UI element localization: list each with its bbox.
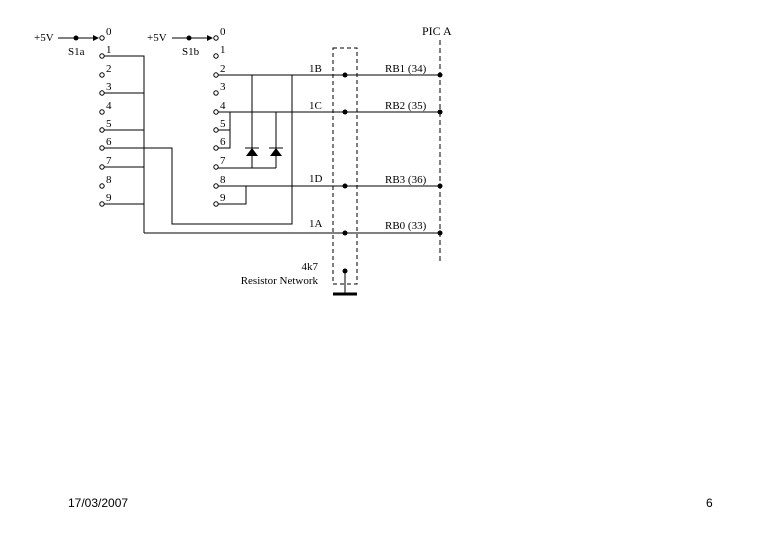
pin-label-rb1: RB1 (34) <box>385 63 427 75</box>
s1b-position-label-8: 8 <box>220 174 226 186</box>
s1b-contact-1 <box>213 53 219 59</box>
s1a-contact-5 <box>99 127 105 133</box>
resistor-network-outline <box>332 47 358 285</box>
footer-page-number: 6 <box>706 496 713 510</box>
s1b-positions: 0 1 2 3 4 5 6 7 8 9 <box>213 26 226 207</box>
wire-s1b-6 <box>218 130 231 149</box>
net-label-1d: 1D <box>309 173 323 185</box>
s1a-supply-label: +5V <box>34 32 54 44</box>
pic-pin-rb3 <box>437 183 443 189</box>
s1a-position-label-2: 2 <box>106 63 112 75</box>
rn-pin-1c <box>342 109 348 115</box>
s1a-position-label-1: 1 <box>106 44 112 56</box>
s1a-contact-7 <box>99 164 105 170</box>
s1b-wiring <box>218 74 440 205</box>
s1b-contact-8 <box>213 183 219 189</box>
switch-s1a: +5V S1a 0 1 2 3 4 5 6 7 8 9 <box>34 26 112 207</box>
s1a-position-label-9: 9 <box>106 192 112 204</box>
s1a-contact-0 <box>99 35 105 41</box>
s1b-contact-6 <box>213 145 219 151</box>
s1b-position-label-1: 1 <box>220 44 226 56</box>
s1a-positions: 0 1 2 3 4 5 6 7 8 9 <box>99 26 112 207</box>
s1a-contact-1 <box>99 53 105 59</box>
rn-pin-1d <box>342 183 348 189</box>
resistor-network: 4k7 Resistor Network <box>241 47 358 296</box>
s1b-contact-5 <box>213 127 219 133</box>
s1b-position-label-5: 5 <box>220 118 226 130</box>
diode-left <box>245 147 259 156</box>
s1b-position-label-7: 7 <box>220 155 226 167</box>
s1b-label: S1b <box>182 46 200 58</box>
s1b-contact-3 <box>213 90 219 96</box>
s1b-wiper-arrow <box>207 35 213 41</box>
s1a-label: S1a <box>68 46 85 58</box>
s1a-contact-8 <box>99 183 105 189</box>
s1b-contact-9 <box>213 201 219 207</box>
net-label-1a: 1A <box>309 218 323 230</box>
s1a-position-label-4: 4 <box>106 100 112 112</box>
wire-s1b-8-9 <box>218 185 247 205</box>
pin-label-rb3: RB3 (36) <box>385 174 427 186</box>
pin-label-rb2: RB2 (35) <box>385 100 427 112</box>
s1b-position-label-4: 4 <box>220 100 226 112</box>
footer-date: 17/03/2007 <box>68 496 129 510</box>
s1b-contact-2 <box>213 72 219 78</box>
pic-pin-rb1 <box>437 72 443 78</box>
s1b-contact-0 <box>213 35 219 41</box>
rn-name-label: Resistor Network <box>241 275 319 287</box>
pic-label: PIC A <box>422 24 452 38</box>
s1a-contact-2 <box>99 72 105 78</box>
pic-pin-rb2 <box>437 109 443 115</box>
s1b-position-label-6: 6 <box>220 136 226 148</box>
s1a-position-label-0: 0 <box>106 26 112 38</box>
s1a-position-label-5: 5 <box>106 118 112 130</box>
s1a-position-label-7: 7 <box>106 155 112 167</box>
pin-label-rb0: RB0 (33) <box>385 220 427 232</box>
s1a-wiper-arrow <box>93 35 99 41</box>
s1a-wiring <box>104 55 440 234</box>
s1b-position-label-3: 3 <box>220 81 226 93</box>
s1a-contact-3 <box>99 90 105 96</box>
net-label-1b: 1B <box>309 63 322 75</box>
s1b-position-label-9: 9 <box>220 192 226 204</box>
pic-a: PIC A RB1 (34) RB2 (35) RB3 (36) RB0 (33… <box>385 24 452 262</box>
rn-pin-1b <box>342 72 348 78</box>
s1b-supply-label: +5V <box>147 32 167 44</box>
s1a-position-label-8: 8 <box>106 174 112 186</box>
s1b-supply-junction <box>186 35 192 41</box>
pic-pin-rb0 <box>437 230 443 236</box>
s1a-position-label-3: 3 <box>106 81 112 93</box>
rn-value-label: 4k7 <box>302 261 319 273</box>
diode-right <box>269 147 283 156</box>
s1a-contact-4 <box>99 109 105 115</box>
s1b-position-label-0: 0 <box>220 26 226 38</box>
s1b-position-label-2: 2 <box>220 63 226 75</box>
s1b-contact-7 <box>213 164 219 170</box>
s1a-contact-6 <box>99 145 105 151</box>
s1b-contact-4 <box>213 109 219 115</box>
wire-s1a-6-to-1b <box>104 75 293 225</box>
switch-s1b: +5V S1b 0 1 2 3 4 5 6 7 8 9 <box>147 26 226 207</box>
net-label-1c: 1C <box>309 100 322 112</box>
s1a-position-label-6: 6 <box>106 136 112 148</box>
s1a-contact-9 <box>99 201 105 207</box>
s1a-supply-junction <box>73 35 79 41</box>
wire-s1a-1-to-1a <box>104 55 145 233</box>
rn-pin-1a <box>342 230 348 236</box>
